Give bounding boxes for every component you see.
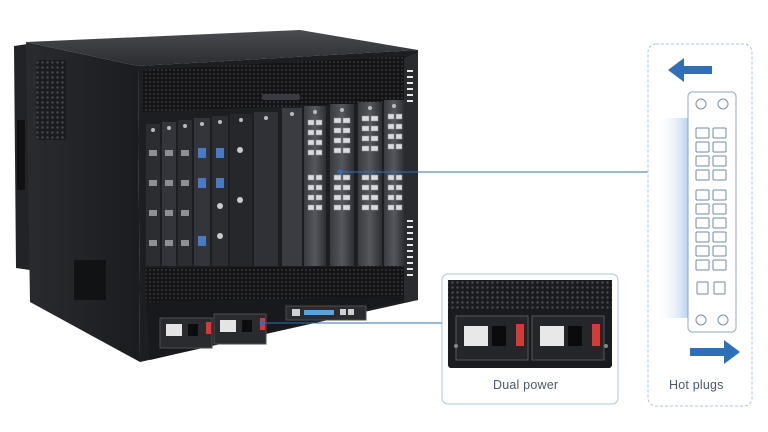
top-vent bbox=[142, 56, 410, 112]
hot-plugs-callout bbox=[647, 43, 753, 407]
callout-lines bbox=[259, 169, 648, 326]
dual-power-caption: Dual power bbox=[493, 378, 559, 392]
lower-bay bbox=[146, 266, 404, 360]
psu-2-release bbox=[592, 324, 600, 346]
dual-power-callout bbox=[441, 273, 619, 405]
hot-plug-card bbox=[687, 91, 737, 333]
line-cards bbox=[146, 100, 404, 266]
rj45-cards bbox=[282, 100, 404, 266]
psu-1-release bbox=[516, 324, 524, 346]
arrow-right-icon bbox=[690, 340, 740, 364]
arrow-left-icon bbox=[668, 58, 712, 82]
top-panel bbox=[26, 30, 418, 66]
psu-2-socket bbox=[540, 326, 564, 346]
psu-1-socket bbox=[464, 326, 488, 346]
hot-plugs-caption: Hot plugs bbox=[669, 378, 724, 392]
